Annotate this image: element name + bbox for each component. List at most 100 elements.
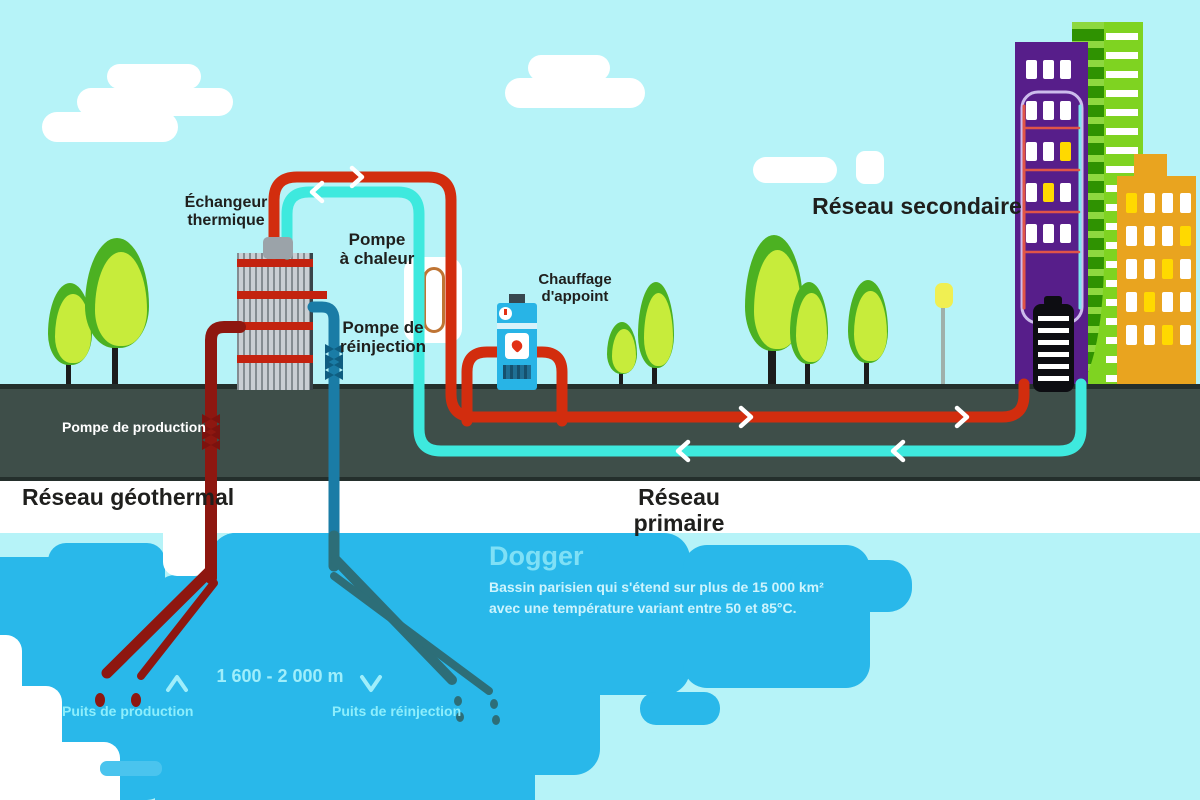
production-well-pipe	[101, 321, 246, 680]
well-outlet-dot	[131, 693, 141, 707]
well-inlet-dot	[490, 699, 498, 709]
radiator-cap	[1044, 296, 1062, 306]
cloud-puff	[42, 112, 178, 142]
depth-arrow-down-icon	[360, 675, 382, 692]
window	[1162, 325, 1173, 345]
boiler-gauge-icon	[499, 307, 512, 320]
flow-arrow-right-icon	[349, 165, 365, 189]
reinjection-well-label: Puits de réinjection	[332, 703, 462, 719]
heat-pump-label: Pompe à chaleur	[339, 230, 415, 269]
window	[1144, 193, 1155, 213]
window	[1060, 224, 1071, 243]
window	[1060, 60, 1071, 79]
aquifer-pocket	[100, 761, 162, 776]
orange-building-windows	[1126, 193, 1191, 345]
window	[1144, 226, 1155, 246]
window	[1162, 259, 1173, 279]
window	[1043, 101, 1054, 120]
reinjection-pipe	[307, 301, 340, 546]
boiler-flame-panel	[505, 333, 529, 359]
window	[1126, 292, 1137, 312]
flow-arrow-right-icon	[738, 405, 754, 429]
backup-boiler	[497, 294, 537, 390]
ground-band	[0, 384, 1200, 481]
window	[1026, 142, 1037, 161]
flow-arrow-left-icon	[309, 180, 325, 204]
exchanger-connector	[263, 237, 293, 259]
boiler-body	[497, 303, 537, 390]
radiator-unit	[1033, 296, 1074, 392]
exchanger-coil	[237, 259, 313, 267]
window	[1043, 60, 1054, 79]
production-pump-label: Pompe de production	[62, 419, 206, 435]
window	[1060, 183, 1071, 202]
aquifer-description: Bassin parisien qui s'étend sur plus de …	[489, 579, 824, 616]
depth-arrow-up-icon	[166, 675, 188, 692]
exchanger-coil	[237, 355, 313, 363]
heat-exchanger-tower	[237, 253, 327, 390]
lamp-bulb-icon	[935, 283, 953, 308]
window	[1026, 183, 1037, 202]
cloud-puff	[505, 78, 645, 108]
window	[1144, 325, 1155, 345]
window	[1126, 193, 1137, 213]
production-pump-icon	[202, 414, 220, 450]
boiler-vent	[503, 365, 531, 379]
depth-label: 1 600 - 2 000 m	[216, 666, 344, 686]
well-inlet-dot	[454, 696, 462, 706]
lamp-pole	[941, 305, 945, 390]
aquifer-title: Dogger	[489, 541, 584, 571]
cloud-puff	[528, 55, 610, 81]
window	[1180, 259, 1191, 279]
exchanger-coil	[237, 322, 313, 330]
secondary-network-label: Réseau secondaire	[812, 193, 1022, 219]
cloud-puff	[77, 88, 233, 116]
window	[1026, 224, 1037, 243]
window	[1180, 193, 1191, 213]
aquifer-pocket	[640, 692, 720, 725]
window	[1162, 292, 1173, 312]
production-well-label: Puits de production	[62, 703, 194, 719]
window	[1144, 259, 1155, 279]
well-outlet-dot	[95, 693, 105, 707]
window	[1043, 183, 1054, 202]
flame-icon	[509, 338, 525, 353]
window	[1026, 101, 1037, 120]
flow-arrow-left-icon	[675, 439, 691, 463]
purple-building-windows	[1026, 60, 1071, 243]
aquifer-notch	[163, 520, 209, 576]
cloud-puff	[107, 64, 201, 89]
window	[1162, 226, 1173, 246]
well-inlet-dot	[492, 715, 500, 725]
window	[1162, 193, 1173, 213]
cloud	[753, 157, 837, 183]
window	[1060, 142, 1071, 161]
boiler-cap	[509, 294, 525, 305]
window	[1180, 325, 1191, 345]
flow-arrow-right-icon	[954, 405, 970, 429]
exchanger-coil	[237, 291, 327, 299]
primary-network-label: Réseau primaire	[633, 484, 725, 536]
radiator-body	[1033, 304, 1074, 392]
window	[1126, 259, 1137, 279]
window	[1126, 325, 1137, 345]
reinjection-pump-label: Pompe de réinjection	[340, 318, 426, 357]
reinjection-pump-icon	[325, 344, 343, 380]
heat-exchanger-label: Échangeur thermique	[184, 194, 268, 229]
orange-building-roof	[1134, 154, 1167, 178]
reinjection-well-pipe	[328, 530, 493, 695]
window	[1026, 60, 1037, 79]
window	[1043, 142, 1054, 161]
backup-heating-label: Chauffage d'appoint	[538, 271, 612, 305]
window	[1060, 101, 1071, 120]
flow-arrow-left-icon	[890, 439, 906, 463]
cold-return-pipe	[281, 186, 1087, 457]
window	[1043, 224, 1054, 243]
window	[1180, 292, 1191, 312]
well-inlet-dot	[456, 712, 464, 722]
geothermal-network-label: Réseau géothermal	[22, 484, 235, 510]
window	[1144, 292, 1155, 312]
window	[1126, 226, 1137, 246]
